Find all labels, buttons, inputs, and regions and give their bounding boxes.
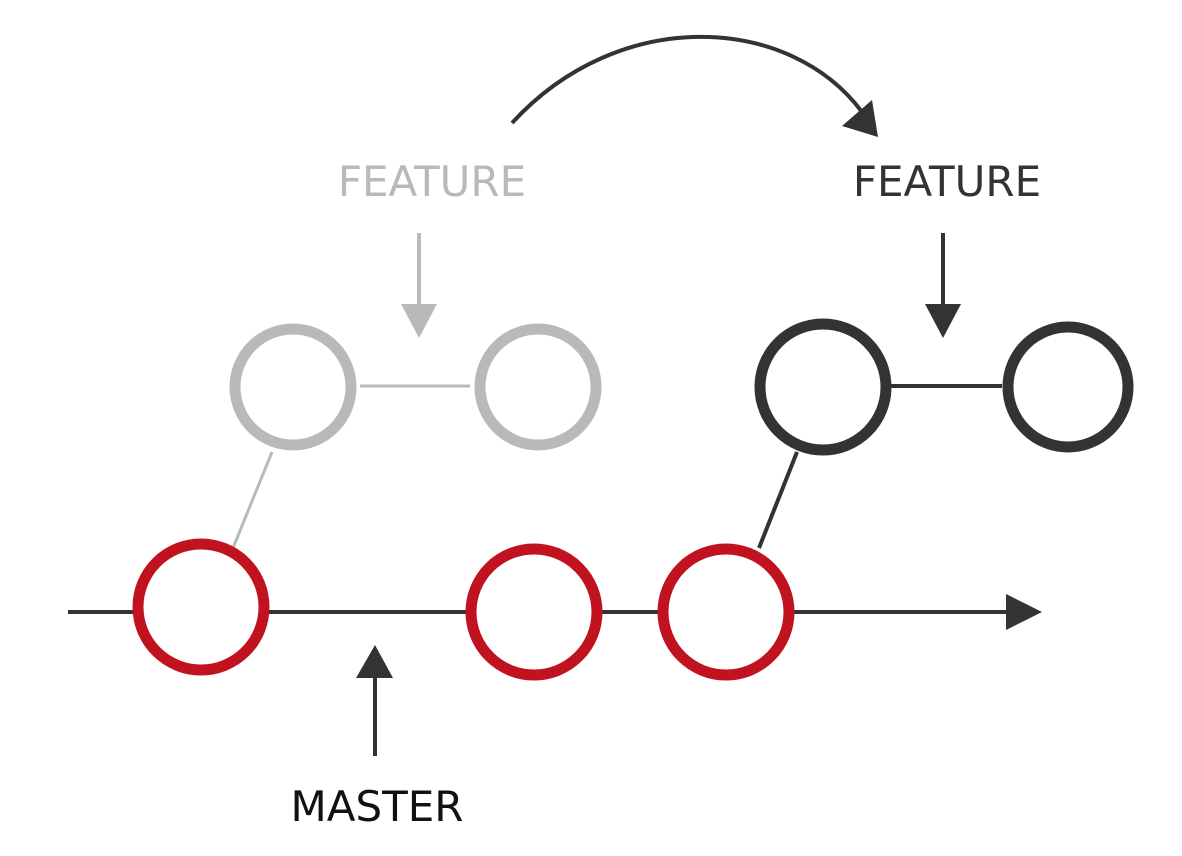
- master-timeline-arrow-icon: [1006, 594, 1042, 630]
- feature-new-branch-link: [757, 451, 799, 549]
- feature-old-commit: [474, 323, 602, 451]
- feature-new-commit: [754, 318, 892, 456]
- feature-new-pointer-head-icon: [925, 304, 961, 338]
- master-commit: [465, 543, 603, 681]
- feature-new-commit: [1002, 321, 1134, 453]
- feature-old-commit: [229, 323, 357, 451]
- master-label: MASTER: [290, 782, 463, 831]
- move-arrow-head-icon: [842, 100, 878, 137]
- master-commit: [132, 538, 270, 676]
- master-pointer-head-icon: [356, 645, 393, 678]
- feature-old-pointer-head-icon: [401, 304, 437, 338]
- feature-label-new: FEATURE: [853, 157, 1041, 206]
- master-commit: [657, 543, 795, 681]
- feature-label-old: FEATURE: [338, 157, 526, 206]
- feature-old-branch-link: [231, 451, 274, 549]
- move-arrow-curve: [510, 34, 864, 125]
